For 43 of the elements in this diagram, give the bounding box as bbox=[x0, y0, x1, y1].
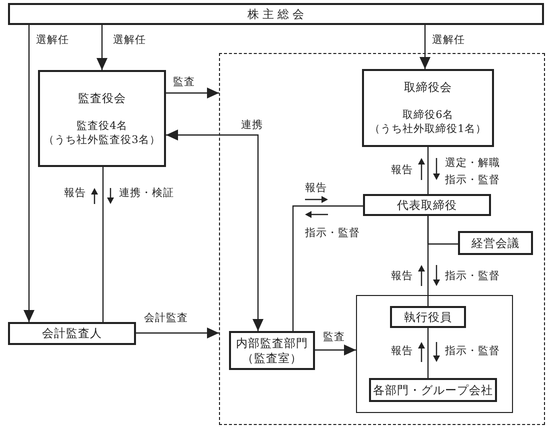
box-title: 取締役会 bbox=[404, 80, 452, 95]
edge-label: 連携 bbox=[240, 118, 264, 132]
flow-label: 報告 bbox=[390, 164, 414, 176]
org-box: 内部監査部門（監査室） bbox=[229, 331, 315, 370]
flow-label: 報告 bbox=[390, 270, 414, 282]
edge-label: 選解任 bbox=[112, 34, 147, 46]
double-arrow bbox=[166, 130, 264, 331]
arrow bbox=[315, 344, 356, 356]
flow-label: 指示・監督 bbox=[444, 344, 501, 358]
arrow bbox=[24, 25, 34, 322]
edge-label: 会計監査 bbox=[143, 312, 189, 324]
connector-line bbox=[427, 216, 429, 306]
arrow bbox=[96, 25, 108, 70]
connector-line bbox=[427, 328, 429, 378]
org-box: 各部門・グループ会社 bbox=[369, 378, 497, 402]
connector-line bbox=[427, 147, 429, 194]
arrow bbox=[136, 328, 219, 338]
org-box: 会計監査人 bbox=[8, 322, 136, 345]
edge-label: 監査 bbox=[322, 330, 346, 344]
arrow bbox=[420, 25, 430, 69]
box-text: 監査役4名（うち社外監査役3名） bbox=[44, 118, 160, 146]
flow-label: 指示・監督 bbox=[444, 174, 501, 186]
flow-label: 指示・監督 bbox=[444, 270, 501, 282]
flow-label: 報告 bbox=[304, 182, 328, 194]
arrow bbox=[166, 88, 219, 98]
org-box bbox=[362, 69, 494, 147]
flow-label: 連携・検証 bbox=[118, 186, 175, 200]
edge-label: 選解任 bbox=[431, 34, 466, 46]
flow-label: 報告 bbox=[390, 344, 414, 358]
edge-label: 監査 bbox=[172, 76, 196, 88]
edge-label: 選解任 bbox=[35, 34, 70, 46]
org-box: 株主総会 bbox=[8, 3, 544, 25]
flow-label: 指示・監督 bbox=[304, 226, 361, 240]
box-title: 監査役会 bbox=[78, 90, 126, 106]
connector-line bbox=[102, 167, 104, 322]
org-box bbox=[38, 70, 166, 167]
org-box: 執行役員 bbox=[390, 306, 466, 328]
connector-line bbox=[292, 205, 363, 331]
org-box: 代表取締役 bbox=[363, 194, 491, 216]
org-box: 経営会議 bbox=[458, 231, 533, 255]
flow-label: 報告 bbox=[63, 186, 87, 200]
flow-label: 選定・解職 bbox=[444, 156, 501, 170]
box-text: 取締役6名（うち社外取締役1名） bbox=[370, 108, 486, 136]
